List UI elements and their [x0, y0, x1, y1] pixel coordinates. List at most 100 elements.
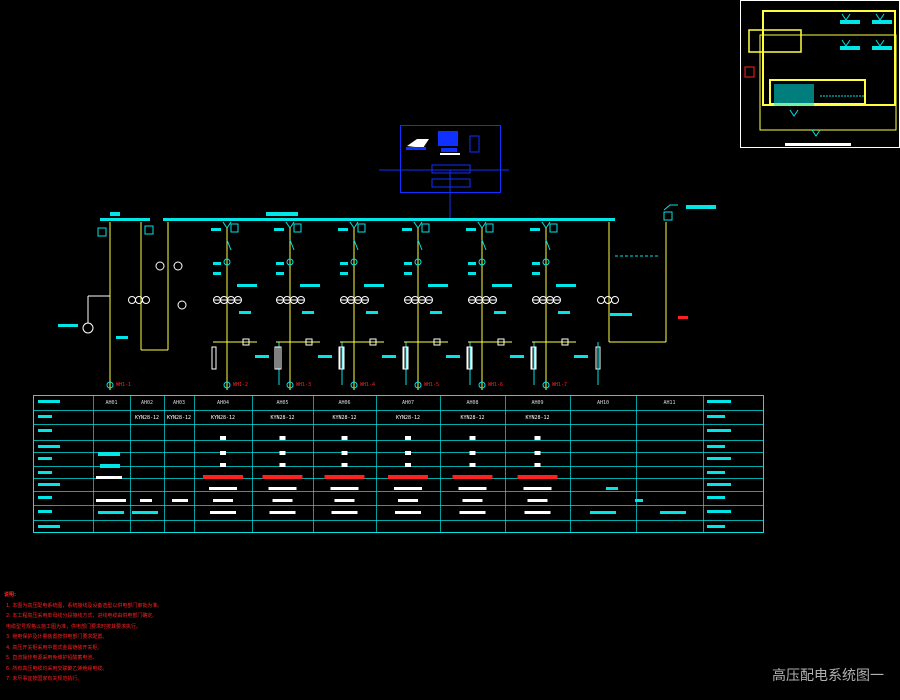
cell-mark — [279, 451, 286, 455]
cabinet-type: KYN28-12 — [525, 415, 549, 421]
tag — [340, 262, 348, 265]
cell-mark — [462, 499, 483, 502]
note-line: 4. 高压开关柜采用中置式金属铠装开关柜。 — [6, 644, 103, 651]
tag — [338, 228, 348, 231]
cell-mark — [452, 475, 493, 479]
cell-mark — [635, 499, 643, 502]
cell-mark — [469, 463, 476, 467]
tag — [276, 272, 284, 275]
cabinet-id: AH04 — [217, 400, 229, 406]
relay-box — [230, 223, 239, 233]
tag — [364, 284, 384, 287]
cell-mark — [534, 436, 541, 440]
ct — [223, 258, 231, 266]
disconnector-top — [222, 221, 232, 229]
cell-mark — [220, 451, 226, 455]
cabinet-type: KYN28-12 — [135, 415, 159, 421]
feeder-3: WH1-4 — [338, 221, 409, 390]
tag — [58, 324, 78, 327]
cell-mark — [272, 499, 293, 502]
tag — [318, 355, 332, 358]
cable-head — [542, 381, 550, 389]
row-label — [38, 471, 52, 474]
feeder-tag: WH1-7 — [552, 382, 567, 388]
breaker — [226, 239, 232, 251]
cabinet-type: KYN28-12 — [332, 415, 356, 421]
tag — [402, 228, 412, 231]
cell-mark — [341, 436, 348, 440]
ct-coil — [597, 296, 605, 304]
tag — [255, 355, 269, 358]
cell-mark — [660, 511, 686, 514]
breaker — [545, 239, 551, 251]
cell-mark — [469, 451, 476, 455]
feeder-tag: WH1-4 — [360, 382, 375, 388]
cell-mark — [334, 499, 355, 502]
cell-mark — [209, 487, 237, 490]
feeder-tag: WH1-6 — [488, 382, 503, 388]
cell-mark — [262, 475, 303, 479]
ct — [414, 258, 422, 266]
cell-mark — [395, 511, 421, 514]
cell-mark — [98, 511, 124, 514]
arrester — [466, 346, 472, 370]
cabinet-type: KYN28-12 — [167, 415, 191, 421]
relay-box — [97, 227, 107, 237]
ct-coil — [604, 296, 612, 304]
row-label — [707, 457, 731, 460]
tag — [276, 262, 284, 265]
cable-head — [350, 381, 358, 389]
earth-switch — [242, 338, 250, 346]
cell-mark — [405, 463, 411, 467]
cell-mark — [213, 499, 233, 502]
cabinet-id: AH11 — [663, 400, 675, 406]
cell-mark — [590, 511, 616, 514]
feeder-tag: WH1-2 — [233, 382, 248, 388]
tag — [510, 355, 524, 358]
ct-coil — [142, 296, 150, 304]
cell-mark — [279, 463, 286, 467]
cell-mark — [132, 511, 158, 514]
cell-mark — [331, 511, 358, 514]
tag — [468, 262, 476, 265]
disconnector-top — [413, 221, 423, 229]
ct — [478, 258, 486, 266]
cell-mark — [523, 487, 552, 490]
tag — [404, 262, 412, 265]
tag — [492, 284, 512, 287]
row-label — [38, 457, 52, 460]
note-line: 2. 本工程高压采用单母线分段接线方式，进线电缆由供电部门确定。 — [6, 613, 158, 619]
bus-tie — [597, 222, 688, 343]
cell-mark — [210, 511, 236, 514]
cable-head — [106, 381, 114, 389]
row-label — [707, 496, 725, 499]
feeder-4: WH1-5 — [402, 221, 473, 390]
tag — [428, 284, 448, 287]
cell-mark — [388, 475, 428, 479]
feeder-1: WH1-2 — [211, 221, 282, 390]
tag — [556, 284, 576, 287]
feeder-5: WH1-6 — [466, 221, 537, 390]
cabinet-id: AH03 — [173, 400, 185, 406]
feeder-6: WH1-7 — [530, 221, 601, 390]
transformer — [82, 322, 94, 334]
cell-mark — [98, 452, 120, 456]
row-label — [707, 510, 731, 513]
relay-box — [549, 223, 558, 233]
cabinet-id: AH06 — [338, 400, 350, 406]
cable-head — [414, 381, 422, 389]
tag — [530, 228, 540, 231]
feeder-tag: WH1-5 — [424, 382, 439, 388]
feeder-tag: WH1-3 — [296, 382, 311, 388]
cable-head — [478, 381, 486, 389]
arrester — [402, 346, 408, 370]
ct — [542, 258, 550, 266]
breaker — [353, 239, 359, 251]
cell-mark — [459, 511, 486, 514]
ct — [350, 258, 358, 266]
tag — [302, 311, 314, 314]
cell-mark — [405, 451, 411, 455]
cell-mark — [220, 463, 226, 467]
arrester — [211, 346, 217, 370]
